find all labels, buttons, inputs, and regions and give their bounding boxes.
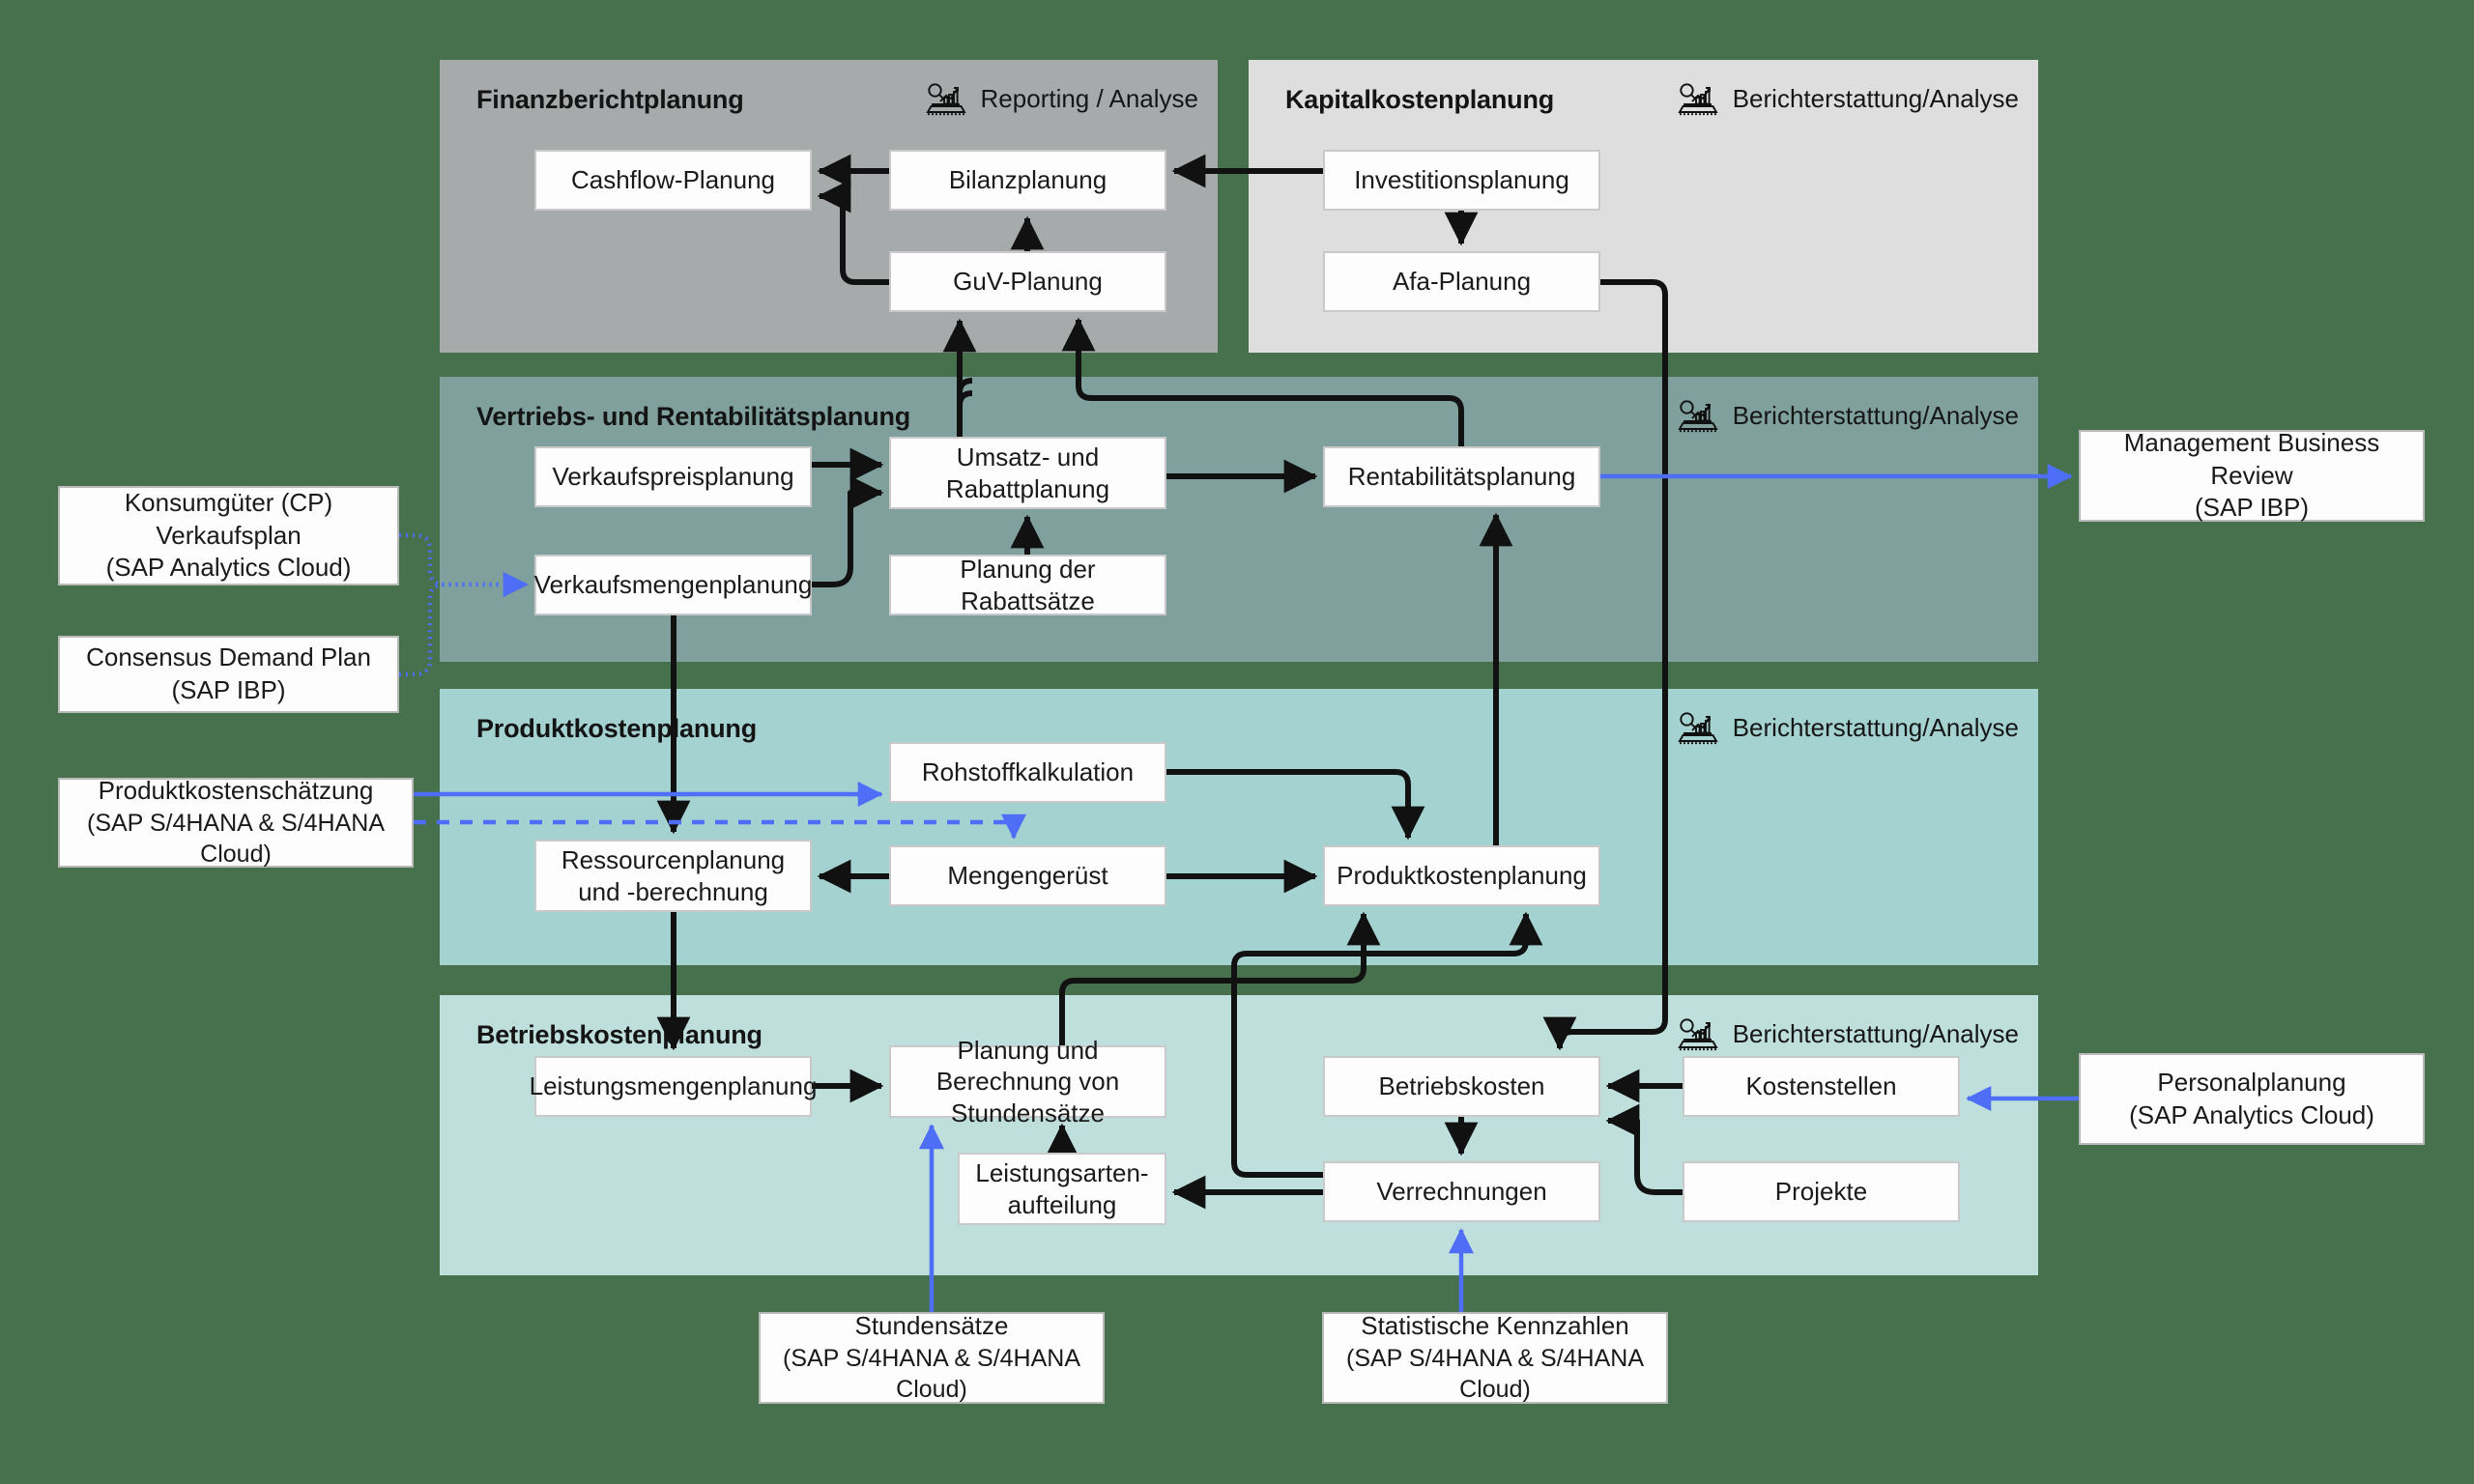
- reporting-analysis-icon: [1678, 400, 1718, 433]
- node-label: GuV-Planung: [953, 267, 1103, 297]
- node-cashflow-planung[interactable]: Cashflow-Planung: [534, 150, 812, 211]
- node-label: Cashflow-Planung: [570, 165, 775, 195]
- node-label: Investitionsplanung: [1354, 165, 1569, 195]
- band-produktkostenplanung: Produktkostenplanung Berichterstattung/A…: [440, 689, 2038, 965]
- external-label-line: (SAP S/4HANA & S/4HANA Cloud): [783, 1344, 1080, 1404]
- conn-consensus-demand-plan-to-verkaufsmengenplanung: [399, 571, 529, 677]
- external-stundensaetze[interactable]: Stundensätze (SAP S/4HANA & S/4HANA Clou…: [759, 1311, 1105, 1404]
- external-label-line: Statistische Kennzahlen: [1361, 1311, 1629, 1341]
- external-label-line: Konsumgüter (CP): [124, 487, 333, 517]
- node-verkaufsmengenplanung[interactable]: Verkaufsmengenplanung: [534, 555, 812, 615]
- node-label: Verrechnungen: [1376, 1177, 1547, 1207]
- reporting-analysis-badge: Berichterstattung/Analyse: [1677, 81, 2019, 116]
- reporting-analysis-label: Berichterstattung/Analyse: [1732, 400, 2019, 430]
- reporting-analysis-badge: Berichterstattung/Analyse: [1677, 1016, 2019, 1051]
- node-planung-der-rabattsaetze[interactable]: Planung der Rabattsätze: [889, 555, 1166, 615]
- node-label: Umsatz- und Rabattplanung: [945, 442, 1110, 503]
- reporting-analysis-badge: Berichterstattung/Analyse: [1677, 398, 2019, 433]
- external-label-line: (SAP S/4HANA & S/4HANA Cloud): [1346, 1344, 1644, 1404]
- node-mengengeruest[interactable]: Mengengerüst: [889, 845, 1166, 906]
- band-title: Finanzberichtplanung: [476, 85, 744, 114]
- node-label: Produktkostenplanung: [1337, 861, 1587, 891]
- node-bilanzplanung[interactable]: Bilanzplanung: [889, 150, 1166, 211]
- band-title: Produktkostenplanung: [476, 714, 758, 743]
- reporting-analysis-label: Reporting / Analyse: [980, 83, 1198, 113]
- node-label: Leistungsarten-aufteilung: [975, 1158, 1149, 1219]
- reporting-analysis-icon: [925, 83, 966, 116]
- node-label: Verkaufspreisplanung: [552, 462, 794, 492]
- node-planung-und-berechnung-von-stundensaetze[interactable]: Planung und Berechnung von Stundensätze: [889, 1036, 1166, 1127]
- external-label-line: Verkaufsplan: [156, 520, 302, 550]
- external-label-line: (SAP Analytics Cloud): [2129, 1099, 2374, 1129]
- node-label: Leistungsmengenplanung: [529, 1071, 818, 1101]
- node-label: Bilanzplanung: [948, 165, 1108, 195]
- node-label: Verkaufsmengenplanung: [533, 570, 813, 600]
- conn-guv-planung-to-cashflow-planung: [817, 179, 889, 285]
- node-leistungsmengenplanung[interactable]: Leistungsmengenplanung: [530, 1056, 817, 1117]
- node-label: Planung der Rabattsätze: [960, 555, 1096, 615]
- conn-projekte-to-betriebskosten: [1605, 1103, 1683, 1195]
- external-produktkostenschaetzung[interactable]: Produktkostenschätzung (SAP S/4HANA & S/…: [58, 776, 414, 869]
- external-label-line: (SAP IBP): [2194, 493, 2309, 523]
- external-label-line: (SAP S/4HANA & S/4HANA Cloud): [87, 809, 385, 869]
- band-title: Kapitalkostenplanung: [1285, 85, 1555, 114]
- reporting-analysis-icon: [1678, 83, 1718, 116]
- reporting-analysis-badge: Reporting / Analyse: [925, 81, 1198, 116]
- conn-rentabilitaetsplanung-to-guv-planung: [1061, 317, 1464, 446]
- conn-konsumgueter-to-verkaufsmengenplanung: [399, 532, 529, 598]
- node-produktkostenplanung[interactable]: Produktkostenplanung: [1323, 845, 1600, 906]
- node-rentabilitaetsplanung[interactable]: Rentabilitätsplanung: [1323, 446, 1600, 507]
- node-betriebskosten[interactable]: Betriebskosten: [1323, 1056, 1600, 1117]
- reporting-analysis-icon: [1678, 1018, 1718, 1051]
- band-betriebskostenplanung: Betriebskostenplanung Berichterstattung/…: [440, 995, 2038, 1275]
- external-label-line: Personalplanung: [2157, 1067, 2346, 1097]
- node-leistungsarten-aufteilung[interactable]: Leistungsarten-aufteilung: [958, 1153, 1166, 1225]
- reporting-analysis-label: Berichterstattung/Analyse: [1732, 83, 2019, 113]
- conn-produktkostenschaetzung-to-mengengeruest: [414, 813, 1027, 840]
- node-label: Ressourcenplanung und -berechnung: [561, 845, 786, 906]
- band-title: Vertriebs- und Rentabilitätsplanung: [476, 402, 911, 431]
- external-statistische-kennzahlen[interactable]: Statistische Kennzahlen (SAP S/4HANA & S…: [1322, 1311, 1668, 1404]
- external-label-line: (SAP Analytics Cloud): [105, 553, 352, 583]
- external-label-line: Stundensätze: [854, 1311, 1009, 1341]
- node-label: Betriebskosten: [1378, 1071, 1545, 1101]
- node-verrechnungen[interactable]: Verrechnungen: [1323, 1161, 1600, 1222]
- node-umsatz-und-rabattplanung[interactable]: Umsatz- und Rabattplanung: [889, 437, 1166, 509]
- external-konsumgueter-cp-verkaufsplan[interactable]: Konsumgüter (CP) Verkaufsplan (SAP Analy…: [58, 486, 399, 585]
- conn-rohstoffkalkulation-to-produktkostenplanung: [1166, 769, 1425, 841]
- node-projekte[interactable]: Projekte: [1683, 1161, 1960, 1222]
- node-label: Mengengerüst: [947, 861, 1108, 891]
- node-label: Rohstoffkalkulation: [921, 757, 1135, 787]
- external-label-line: Produktkostenschätzung: [98, 776, 374, 806]
- node-label: Projekte: [1774, 1177, 1868, 1207]
- node-rohstoffkalkulation[interactable]: Rohstoffkalkulation: [889, 742, 1166, 803]
- node-kostenstellen[interactable]: Kostenstellen: [1683, 1056, 1960, 1117]
- external-label-line: Management Business Review: [2123, 427, 2380, 490]
- external-management-business-review[interactable]: Management Business Review (SAP IBP): [2079, 427, 2425, 523]
- external-personalplanung[interactable]: Personalplanung (SAP Analytics Cloud): [2079, 1053, 2425, 1145]
- node-label: Rentabilitätsplanung: [1347, 462, 1576, 492]
- conn-afa-planung-to-betriebskosten: [1542, 279, 1668, 1051]
- conn-verrechnungen-to-produktkostenplanung: [1231, 911, 1543, 1178]
- external-label-line: (SAP IBP): [171, 675, 286, 704]
- node-afa-planung[interactable]: Afa-Planung: [1323, 251, 1600, 312]
- reporting-analysis-badge: Berichterstattung/Analyse: [1677, 710, 2019, 745]
- node-label: Afa-Planung: [1392, 267, 1532, 297]
- external-consensus-demand-plan[interactable]: Consensus Demand Plan (SAP IBP): [58, 636, 399, 713]
- node-label: Kostenstellen: [1745, 1071, 1897, 1101]
- node-investitionsplanung[interactable]: Investitionsplanung: [1323, 150, 1600, 211]
- external-label-line: Consensus Demand Plan: [86, 642, 371, 672]
- conn-planung-stundensaetze-to-produktkostenplanung: [1059, 911, 1381, 1045]
- node-ressourcenplanung-und-berechnung[interactable]: Ressourcenplanung und -berechnung: [534, 840, 812, 912]
- reporting-analysis-label: Berichterstattung/Analyse: [1732, 712, 2019, 742]
- band-title: Betriebskostenplanung: [476, 1020, 762, 1049]
- reporting-analysis-icon: [1678, 712, 1718, 745]
- node-guv-planung[interactable]: GuV-Planung: [889, 251, 1166, 312]
- reporting-analysis-label: Berichterstattung/Analyse: [1732, 1018, 2019, 1048]
- node-label: Planung und Berechnung von Stundensätze: [935, 1036, 1120, 1127]
- node-verkaufspreisplanung[interactable]: Verkaufspreisplanung: [534, 446, 812, 507]
- conn-verkaufsmengenplanung-to-umsatz-und-rabattplanung: [812, 475, 884, 587]
